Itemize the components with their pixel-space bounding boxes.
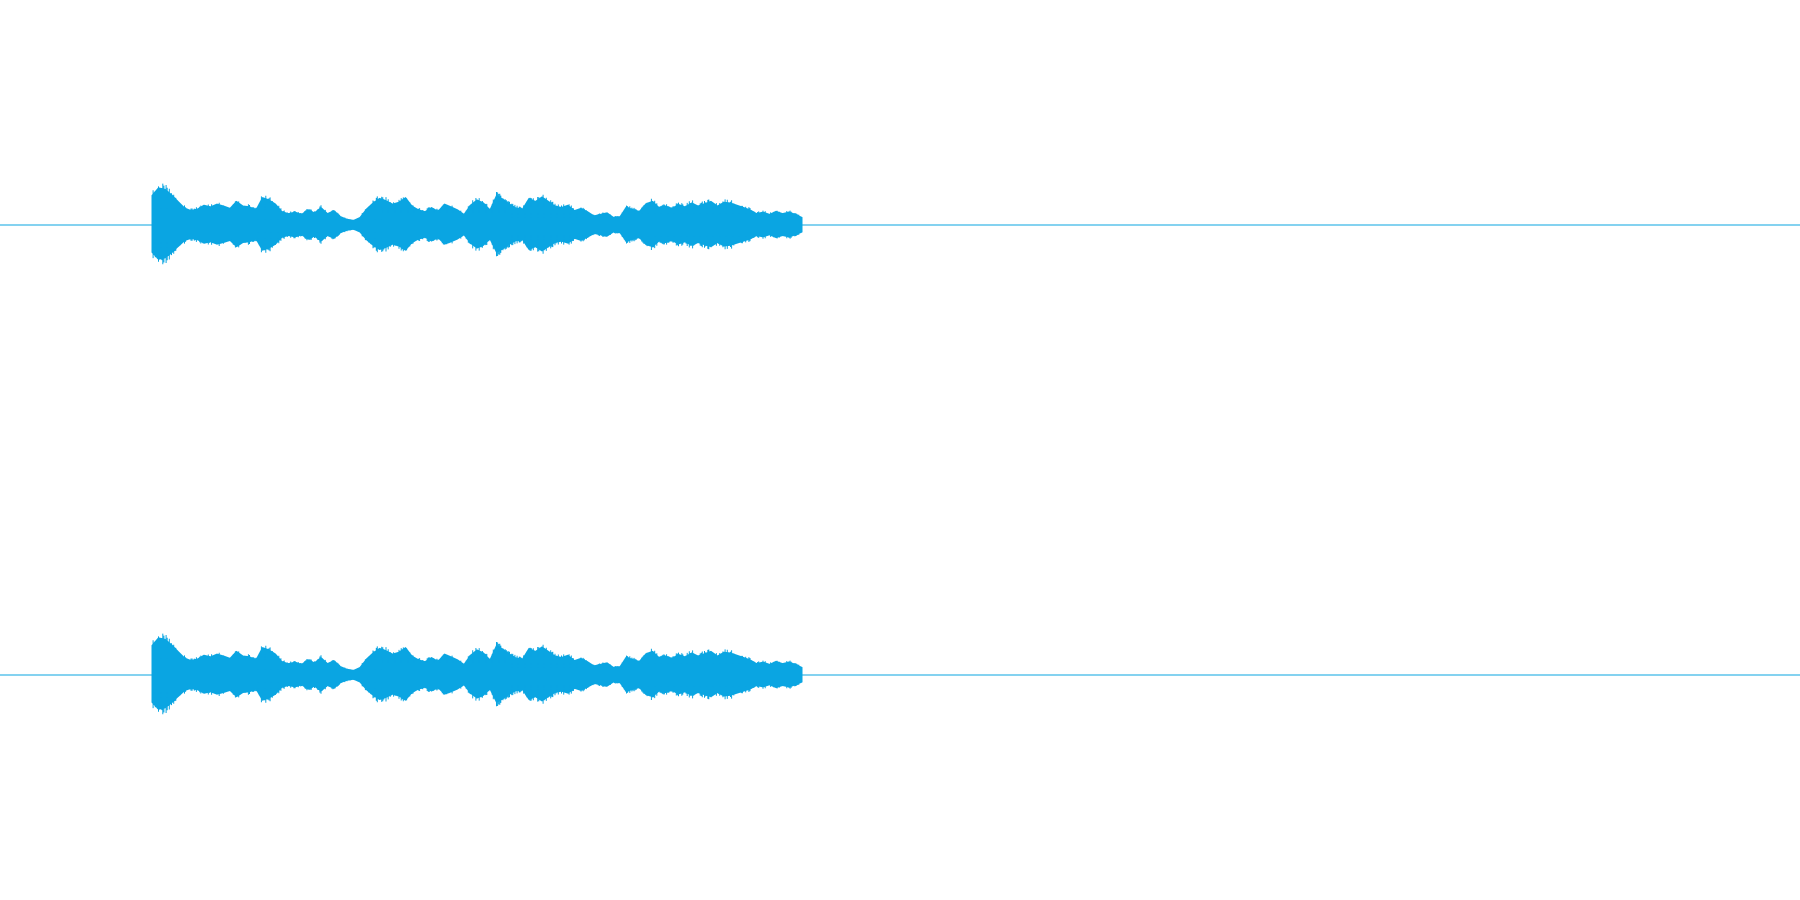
channel-2-waveform-detail xyxy=(151,633,802,715)
channel-1-track xyxy=(0,183,1800,265)
channel-2-track xyxy=(0,633,1800,715)
channel-1-waveform-detail xyxy=(151,183,802,265)
